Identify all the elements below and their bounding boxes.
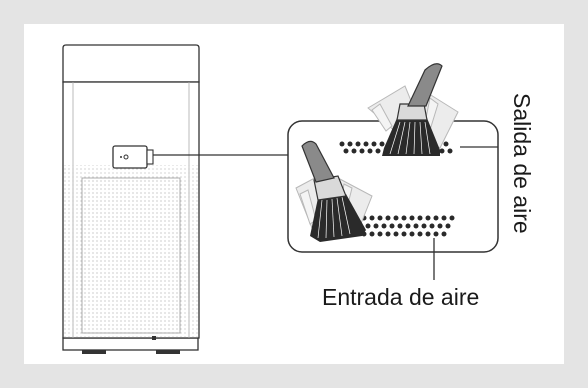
- inlet-vent-holes-icon: [353, 215, 455, 237]
- cleaning-brush-icon: [367, 63, 459, 156]
- outlet-label: Salida de aire: [509, 93, 535, 234]
- air-purifier-icon: [62, 44, 200, 354]
- sensor-module-icon: [112, 145, 154, 169]
- cleaning-brush-icon: [295, 140, 373, 242]
- inlet-label: Entrada de aire: [322, 284, 480, 310]
